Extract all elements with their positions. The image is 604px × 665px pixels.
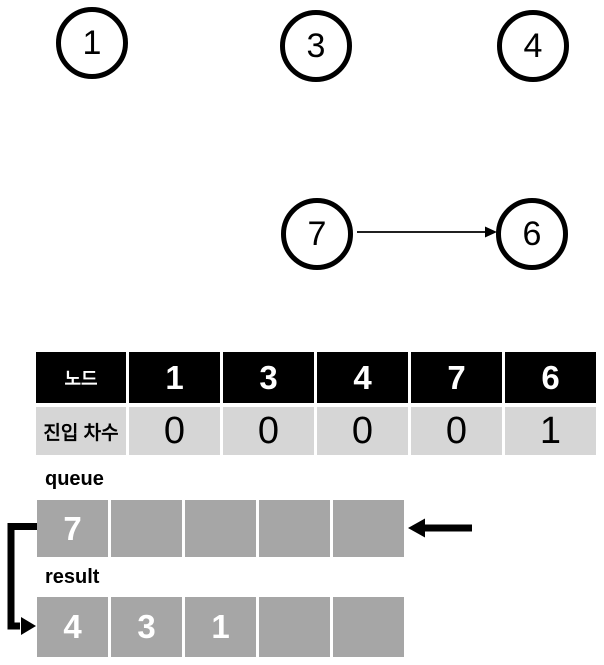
result-cells: 4 3 1 — [37, 597, 404, 657]
dequeue-to-result-connector-arrow-icon — [7, 523, 37, 635]
result-cell — [259, 597, 330, 657]
indegree-cell: 0 — [317, 407, 408, 455]
table-header-cell: 7 — [411, 352, 502, 403]
table-indegree-row-label: 진입 차수 — [36, 407, 126, 455]
indegree-cell: 0 — [129, 407, 220, 455]
table-header-cell: 1 — [129, 352, 220, 403]
table-header-cell: 6 — [505, 352, 596, 403]
result-cell: 1 — [185, 597, 256, 657]
graph-node-1: 1 — [56, 7, 128, 79]
edge-arrow-7-to-6 — [357, 226, 497, 238]
node-label: 6 — [522, 214, 542, 253]
indegree-cell: 0 — [411, 407, 502, 455]
result-cell: 3 — [111, 597, 182, 657]
graph-node-6: 6 — [496, 198, 568, 270]
queue-cells: 7 — [37, 500, 404, 557]
table-header-cell: 4 — [317, 352, 408, 403]
node-label: 4 — [523, 26, 543, 65]
indegree-cell: 0 — [223, 407, 314, 455]
node-label: 7 — [307, 214, 327, 253]
queue-input-arrow-icon — [408, 518, 472, 538]
queue-cell — [111, 500, 182, 557]
queue-cell — [185, 500, 256, 557]
node-label: 1 — [82, 23, 102, 62]
queue-label: queue — [45, 468, 104, 490]
graph-node-7: 7 — [281, 198, 353, 270]
indegree-cell: 1 — [505, 407, 596, 455]
indegree-table: 노드 1 3 4 7 6 진입 차수 0 0 0 0 1 — [36, 352, 596, 455]
queue-cell — [259, 500, 330, 557]
graph-node-4: 4 — [497, 10, 569, 82]
result-cell: 4 — [37, 597, 108, 657]
node-label: 3 — [306, 26, 326, 65]
table-node-header-label: 노드 — [36, 352, 126, 403]
queue-cell — [333, 500, 404, 557]
result-cell — [333, 597, 404, 657]
queue-cell: 7 — [37, 500, 108, 557]
table-header-cell: 3 — [223, 352, 314, 403]
result-label: result — [45, 566, 100, 588]
graph-node-3: 3 — [280, 10, 352, 82]
